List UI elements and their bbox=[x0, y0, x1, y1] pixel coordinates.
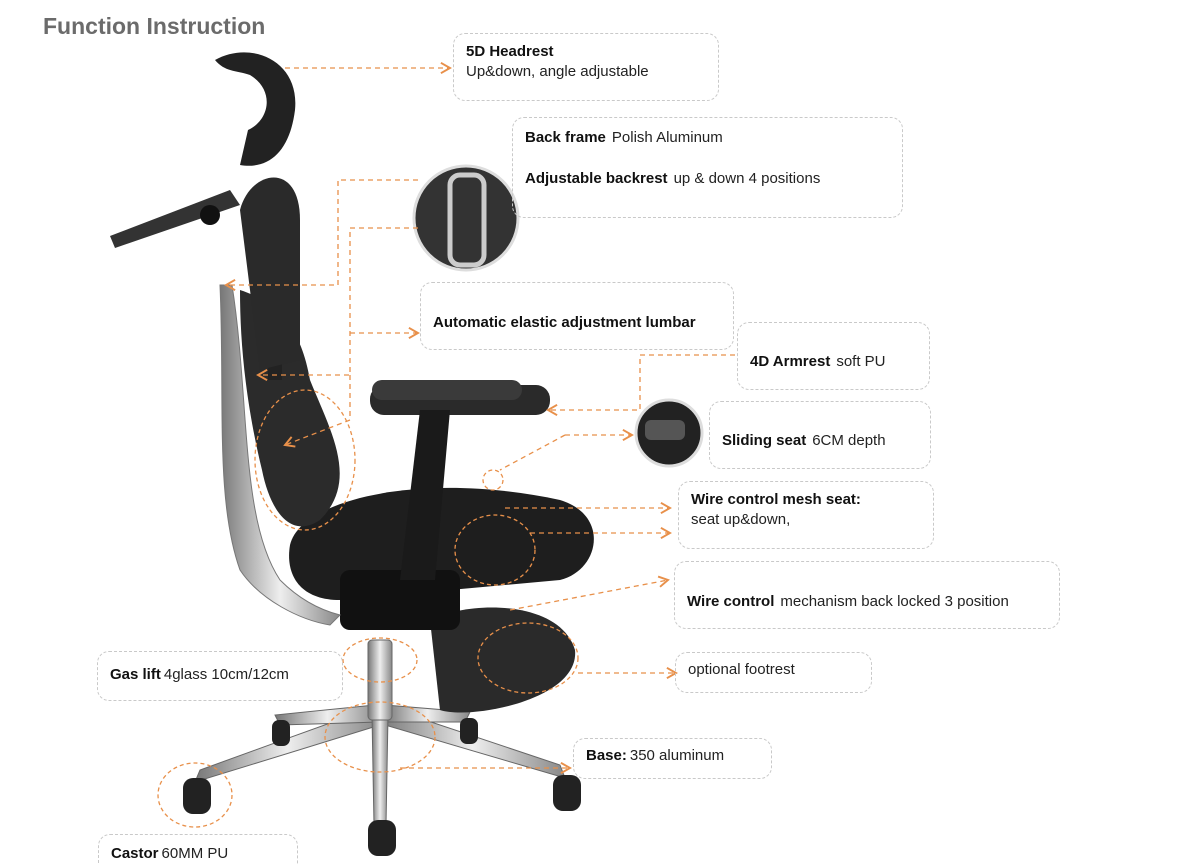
mechanism bbox=[340, 570, 460, 630]
callout-footrest: optional footrest bbox=[675, 652, 872, 693]
callout-label: 4D Armrest bbox=[750, 353, 831, 370]
callout-text: Up&down, angle adjustable bbox=[466, 63, 649, 80]
castor-wheels bbox=[183, 718, 581, 856]
callout-label: Automatic elastic adjustment lumbar bbox=[433, 314, 696, 331]
back-frame bbox=[219, 284, 341, 626]
callout-text: 6CM depth bbox=[812, 432, 886, 449]
callout-wire-control: Wire control mechanism back locked 3 posi… bbox=[674, 561, 1060, 629]
callout-arrows bbox=[224, 61, 735, 775]
callout-label: Base: bbox=[586, 747, 627, 764]
callout-lumbar: Automatic elastic adjustment lumbar bbox=[420, 282, 734, 350]
callout-label: Back frame bbox=[525, 129, 606, 146]
callout-text: up & down 4 positions bbox=[673, 170, 821, 187]
backrest-detail-circle bbox=[412, 164, 520, 272]
coat-hanger bbox=[110, 190, 240, 248]
callout-text: mechanism back locked 3 position bbox=[780, 593, 1009, 610]
callout-text: 350 aluminum bbox=[629, 747, 725, 764]
callout-text: 60MM PU bbox=[161, 845, 229, 862]
headrest bbox=[215, 52, 296, 166]
callout-label: Gas lift bbox=[110, 666, 161, 683]
callout-sliding-seat: Sliding seat 6CM depth bbox=[709, 401, 931, 469]
callout-mesh-seat: Wire control mesh seat: seat up&down, bbox=[678, 481, 934, 549]
callout-back-frame: Back frame Polish Aluminum Adjustable bac… bbox=[512, 117, 903, 218]
callout-label: Castor bbox=[111, 845, 159, 862]
highlight-ellipses bbox=[157, 389, 579, 828]
callout-label: Wire control mesh seat: bbox=[691, 491, 861, 508]
callout-text: optional footrest bbox=[688, 661, 795, 678]
armrest-post bbox=[400, 410, 450, 580]
callout-text: seat up&down, bbox=[691, 511, 791, 528]
callout-text: 4glass 10cm/12cm bbox=[163, 666, 289, 683]
page-title: Function Instruction bbox=[43, 13, 266, 39]
callout-label: Adjustable backrest bbox=[525, 170, 668, 187]
footrest bbox=[430, 607, 576, 713]
callout-armrest: 4D Armrest soft PU bbox=[737, 322, 930, 390]
callout-text: Polish Aluminum bbox=[611, 129, 723, 146]
callout-text: soft PU bbox=[836, 353, 886, 370]
callout-base: Base:350 aluminum bbox=[573, 738, 772, 779]
callout-headrest: 5D Headrest Up&down, angle adjustable bbox=[453, 33, 719, 101]
upper-back bbox=[240, 177, 300, 370]
callout-label: Sliding seat bbox=[722, 432, 807, 449]
callout-label: Wire control bbox=[687, 593, 775, 610]
callout-label: 5D Headrest bbox=[466, 43, 554, 60]
